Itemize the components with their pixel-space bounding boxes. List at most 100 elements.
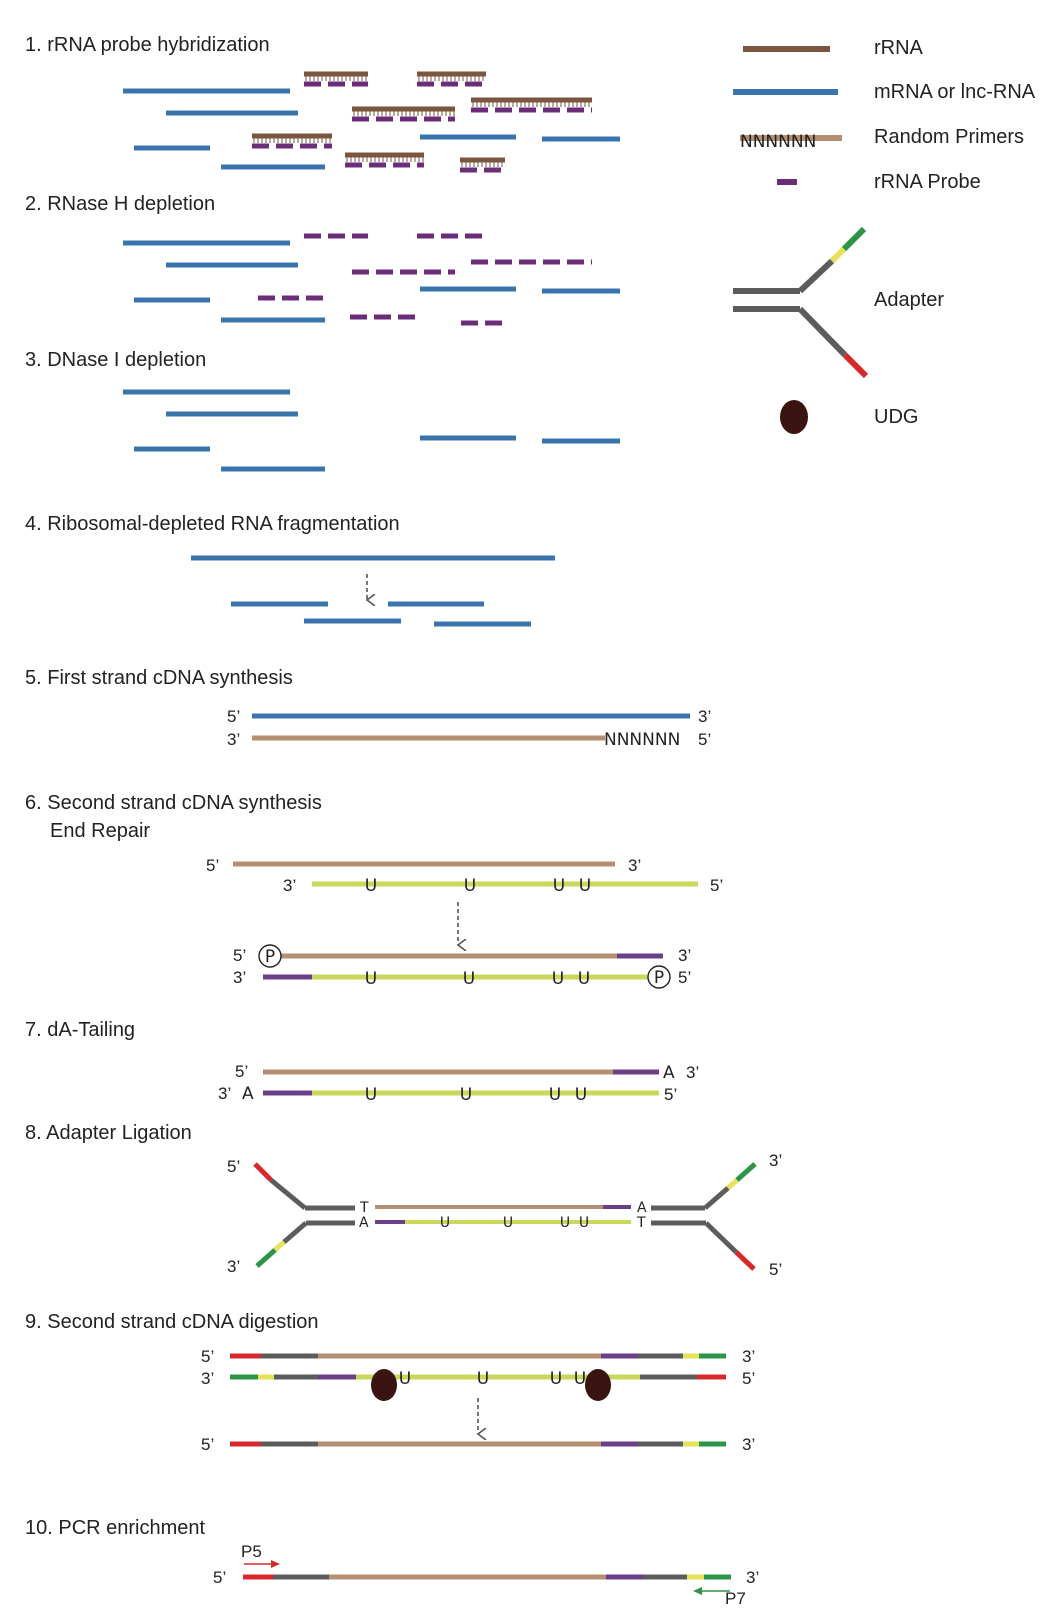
step-10-label-5: 5’	[213, 1568, 226, 1587]
uracil-label: U	[550, 1369, 562, 1389]
adapter-segment	[704, 1221, 738, 1254]
step-8-label-5-right: 5’	[769, 1260, 782, 1279]
step-10-p7-arrowhead	[693, 1587, 702, 1595]
adapter-segment	[726, 1178, 739, 1190]
step-10-p5-label: P5	[241, 1542, 262, 1561]
step-10-p5-arrowhead	[271, 1560, 280, 1568]
step-7-a-overhang-bottom: A	[242, 1084, 254, 1104]
step-8-left-adapter	[253, 1162, 355, 1268]
step-6-label-5-b: 5’	[710, 876, 723, 895]
step-9-udg-right	[585, 1369, 611, 1401]
step-8-a-left: A	[359, 1215, 369, 1231]
adapter-segment	[703, 1186, 730, 1210]
step-2-mrna-strands	[123, 240, 620, 323]
step-7-title: 7. dA-Tailing	[25, 1019, 135, 1041]
legend-rrna-label: rRNA	[874, 37, 924, 59]
step-4-fragments	[231, 601, 531, 627]
step-6-title: 6. Second strand cDNA synthesis	[25, 792, 322, 814]
uracil-label: U	[579, 876, 591, 896]
adapter-segment	[269, 1178, 307, 1210]
legend-mrna-label: mRNA or lnc-RNA	[874, 81, 1036, 103]
adapter-segment	[842, 352, 869, 379]
step-9-label-5-top: 5’	[201, 1347, 214, 1366]
step-5-label-5-bottom: 5’	[698, 730, 711, 749]
step-2-title: 2. RNase H depletion	[25, 193, 215, 215]
step-3-mrna-strands	[123, 389, 620, 472]
step-7-label-5-top: 5’	[235, 1062, 248, 1081]
adapter-segment	[797, 258, 835, 294]
step-1-probe-complexes	[252, 71, 592, 173]
step-9-label-3-bottom: 3’	[201, 1369, 214, 1388]
uracil-label: U	[575, 1085, 587, 1105]
uracil-label: U	[552, 969, 564, 989]
step-3-title: 3. DNase I depletion	[25, 349, 206, 371]
step-9-label-5-bottom: 5’	[742, 1369, 755, 1388]
step-6-label-3-c: 3’	[678, 946, 691, 965]
step-7-a-overhang-top: A	[663, 1063, 675, 1083]
legend-primer-sequence: NNNNNN	[740, 132, 816, 152]
phosphate-label: P	[654, 968, 664, 988]
step-2-probes	[258, 233, 592, 326]
uracil-label: U	[578, 969, 590, 989]
step-4-title: 4. Ribosomal-depleted RNA fragmentation	[25, 513, 400, 535]
adapter-segment	[734, 1250, 756, 1271]
step-6-phosphate-right: P	[647, 965, 671, 989]
legend-udg-label: UDG	[874, 406, 918, 428]
step-6-label-3-a: 3’	[628, 856, 641, 875]
legend: rRNA mRNA or lnc-RNA NNNNNN Random Prime…	[733, 37, 1036, 434]
step-8-title: 8. Adapter Ligation	[25, 1122, 192, 1144]
step-9-label-3-top: 3’	[742, 1347, 755, 1366]
uracil-label: U	[560, 1215, 570, 1231]
uracil-label: U	[553, 876, 565, 896]
uracil-label: U	[477, 1369, 489, 1389]
uracil-label: U	[574, 1369, 586, 1389]
step-9-title: 9. Second strand cDNA digestion	[25, 1311, 319, 1333]
step-8-t-left: T	[359, 1200, 369, 1216]
uracil-label: U	[399, 1369, 411, 1389]
step-7-label-5-bottom: 5’	[664, 1085, 677, 1104]
step-6-subtitle: End Repair	[50, 820, 150, 842]
adapter-segment	[797, 306, 848, 358]
step-5-label-3-top: 3’	[698, 707, 711, 726]
uracil-label: U	[440, 1215, 450, 1231]
phosphate-circle	[258, 944, 282, 968]
step-7-label-3-top: 3’	[686, 1063, 699, 1082]
step-8-label-3-right: 3’	[769, 1151, 782, 1170]
uracil-label: U	[503, 1215, 513, 1231]
step-9-udg-left	[371, 1369, 397, 1401]
legend-adapter-label: Adapter	[874, 289, 944, 311]
step-8-label-5-left: 5’	[227, 1157, 240, 1176]
uracil-label: U	[579, 1215, 589, 1231]
step-10-p7-label: P7	[725, 1589, 746, 1608]
step-5-primer-seq: NNNNNN	[604, 730, 680, 750]
step-6-label-3-d: 3’	[233, 968, 246, 987]
step-5-label-3-bottom: 3’	[227, 730, 240, 749]
legend-primer-label: Random Primers	[874, 126, 1024, 148]
step-8-right-adapter	[651, 1162, 757, 1271]
step-5-title: 5. First strand cDNA synthesis	[25, 667, 293, 689]
adapter-segment	[829, 246, 847, 264]
uracil-label: U	[463, 969, 475, 989]
adapter-segment	[841, 226, 867, 252]
uracil-label: U	[460, 1085, 472, 1105]
step-8-a-right: A	[637, 1200, 647, 1216]
legend-udg-icon	[780, 400, 808, 434]
adapter-segment	[255, 1248, 277, 1268]
phosphate-circle	[647, 965, 671, 989]
step-8-t-right: T	[636, 1215, 646, 1231]
step-1-title: 1. rRNA probe hybridization	[25, 34, 270, 56]
step-8-label-3-left: 3’	[227, 1257, 240, 1276]
step-7-label-3-bottom: 3’	[218, 1084, 231, 1103]
legend-probe-label: rRNA Probe	[874, 171, 981, 193]
step-6-label-5-c: 5’	[233, 946, 246, 965]
step-10-label-3: 3’	[746, 1568, 759, 1587]
adapter-segment	[273, 1240, 286, 1252]
step-6-label-5-a: 5’	[206, 856, 219, 875]
uracil-label: U	[365, 876, 377, 896]
